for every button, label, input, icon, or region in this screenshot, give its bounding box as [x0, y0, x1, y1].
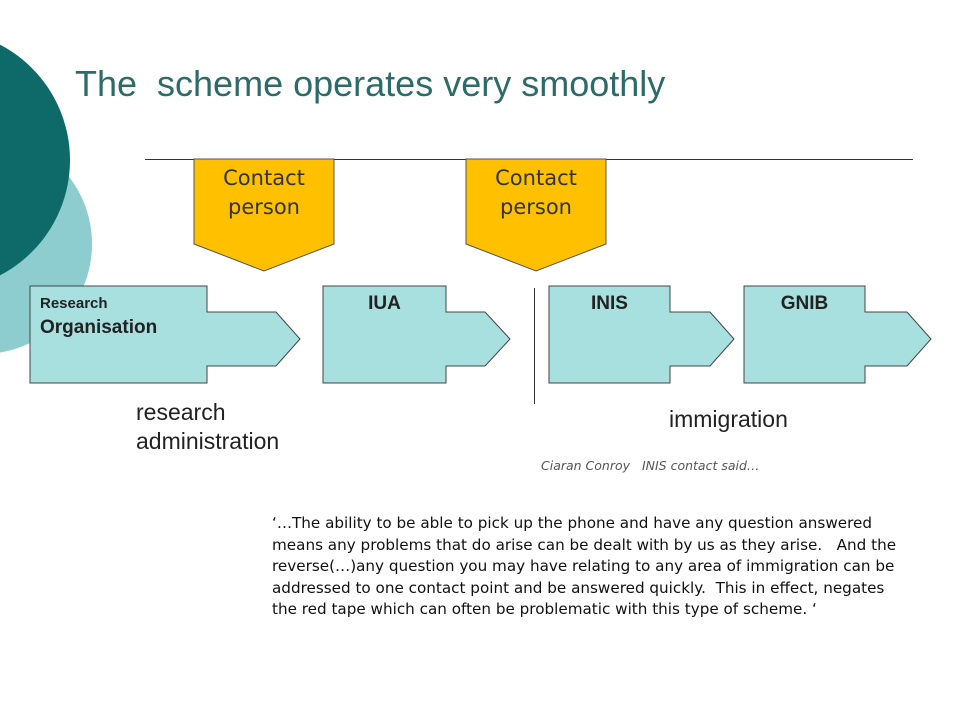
research-administration-label: research administration	[136, 398, 279, 456]
dark-teal-circle	[0, 44, 70, 276]
box-gnib	[743, 285, 932, 384]
contact-label-1: Contact person	[194, 164, 334, 222]
contact-shape-1	[193, 158, 335, 272]
quote-attribution: Ciaran Conroy INIS contact said…	[541, 458, 760, 473]
contact-label-1-line2: person	[228, 195, 300, 219]
research-administration-line2: administration	[136, 428, 280, 454]
slide-title: The scheme operates very smoothly	[75, 63, 666, 104]
gnib-label: GNIB	[780, 293, 829, 314]
contact-label-2: Contact person	[466, 164, 606, 222]
inis-label: INIS	[591, 293, 628, 314]
research-administration-line1: research	[136, 399, 226, 425]
divider-line	[534, 288, 535, 404]
research-label-line1: Research	[40, 295, 108, 312]
contact-shape-2	[465, 158, 607, 272]
box-research-organisation	[29, 285, 301, 384]
contact-label-1-line1: Contact	[223, 166, 305, 190]
contact-label-2-line2: person	[500, 195, 572, 219]
contact-label-2-line1: Contact	[495, 166, 577, 190]
iua-label: IUA	[368, 293, 401, 314]
quote-text: ‘…The ability to be able to pick up the …	[272, 514, 901, 618]
immigration-label: immigration	[669, 406, 788, 432]
box-iua	[322, 285, 511, 384]
research-organisation-label: Research Organisation	[40, 292, 157, 340]
box-inis	[548, 285, 735, 384]
research-label-line2: Organisation	[40, 317, 158, 338]
